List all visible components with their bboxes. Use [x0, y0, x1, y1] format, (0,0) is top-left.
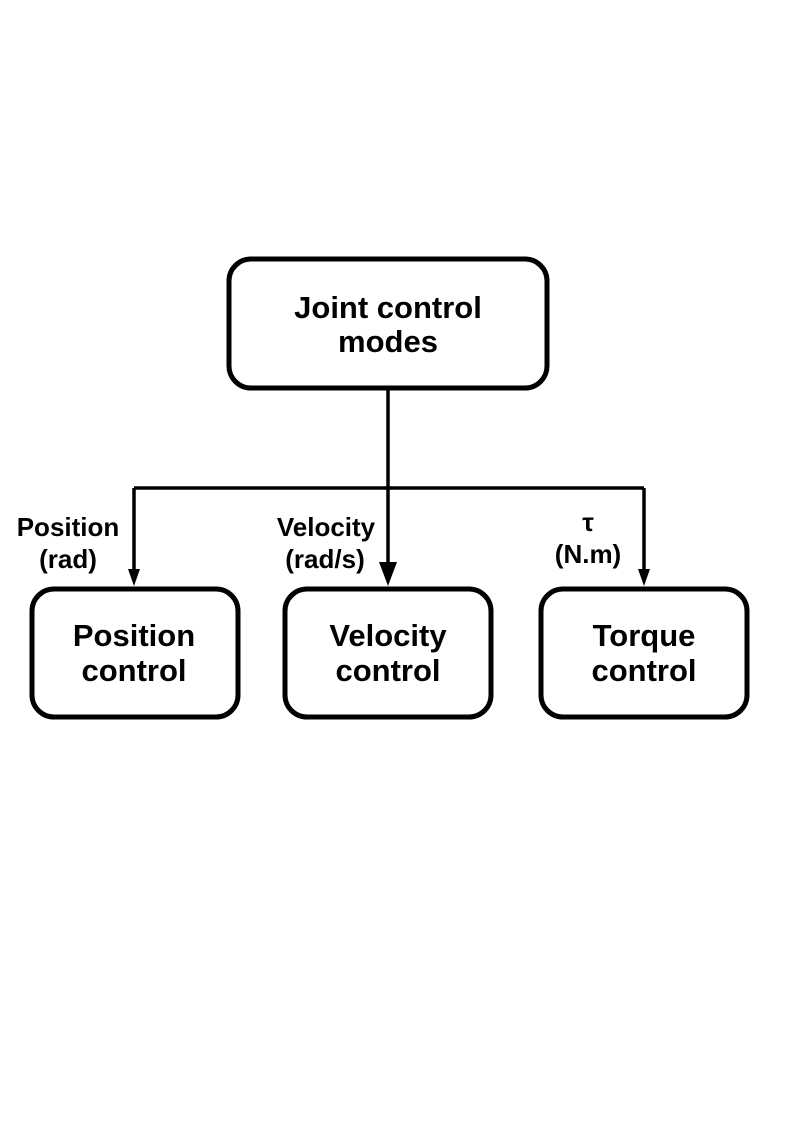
edge-label-position-line2: (rad) [39, 544, 97, 574]
child-node-torque-label-line2: control [591, 653, 696, 688]
edge-label-torque-line2: (N.m) [555, 539, 621, 569]
child-node-velocity: Velocity control [282, 586, 494, 720]
child-node-position-label-line1: Position [73, 618, 195, 653]
arrowhead-velocity [379, 562, 397, 586]
edge-labels: Position (rad) Velocity (rad/s) τ (N.m) [17, 507, 622, 574]
root-node-label-line2: modes [338, 324, 438, 359]
root-node: Joint control modes [226, 256, 550, 391]
child-node-velocity-label-line2: control [335, 653, 440, 688]
edge-label-torque-line1: τ [582, 507, 594, 537]
edge-label-velocity-line2: (rad/s) [285, 544, 364, 574]
arrowhead-position [128, 569, 140, 586]
child-node-position-label-line2: control [81, 653, 186, 688]
child-node-torque-label-line1: Torque [593, 618, 696, 653]
child-node-torque-box [538, 586, 750, 720]
child-node-position-box [29, 586, 241, 720]
edge-label-velocity-line1: Velocity [277, 512, 376, 542]
arrowheads [128, 562, 650, 586]
connectors [132, 388, 646, 572]
edge-label-position-line1: Position [17, 512, 120, 542]
arrowhead-torque [638, 569, 650, 586]
child-node-velocity-box [282, 586, 494, 720]
child-node-position: Position control [29, 586, 241, 720]
child-node-velocity-label-line1: Velocity [329, 618, 447, 653]
root-node-label-line1: Joint control [294, 290, 482, 325]
child-node-torque: Torque control [538, 586, 750, 720]
